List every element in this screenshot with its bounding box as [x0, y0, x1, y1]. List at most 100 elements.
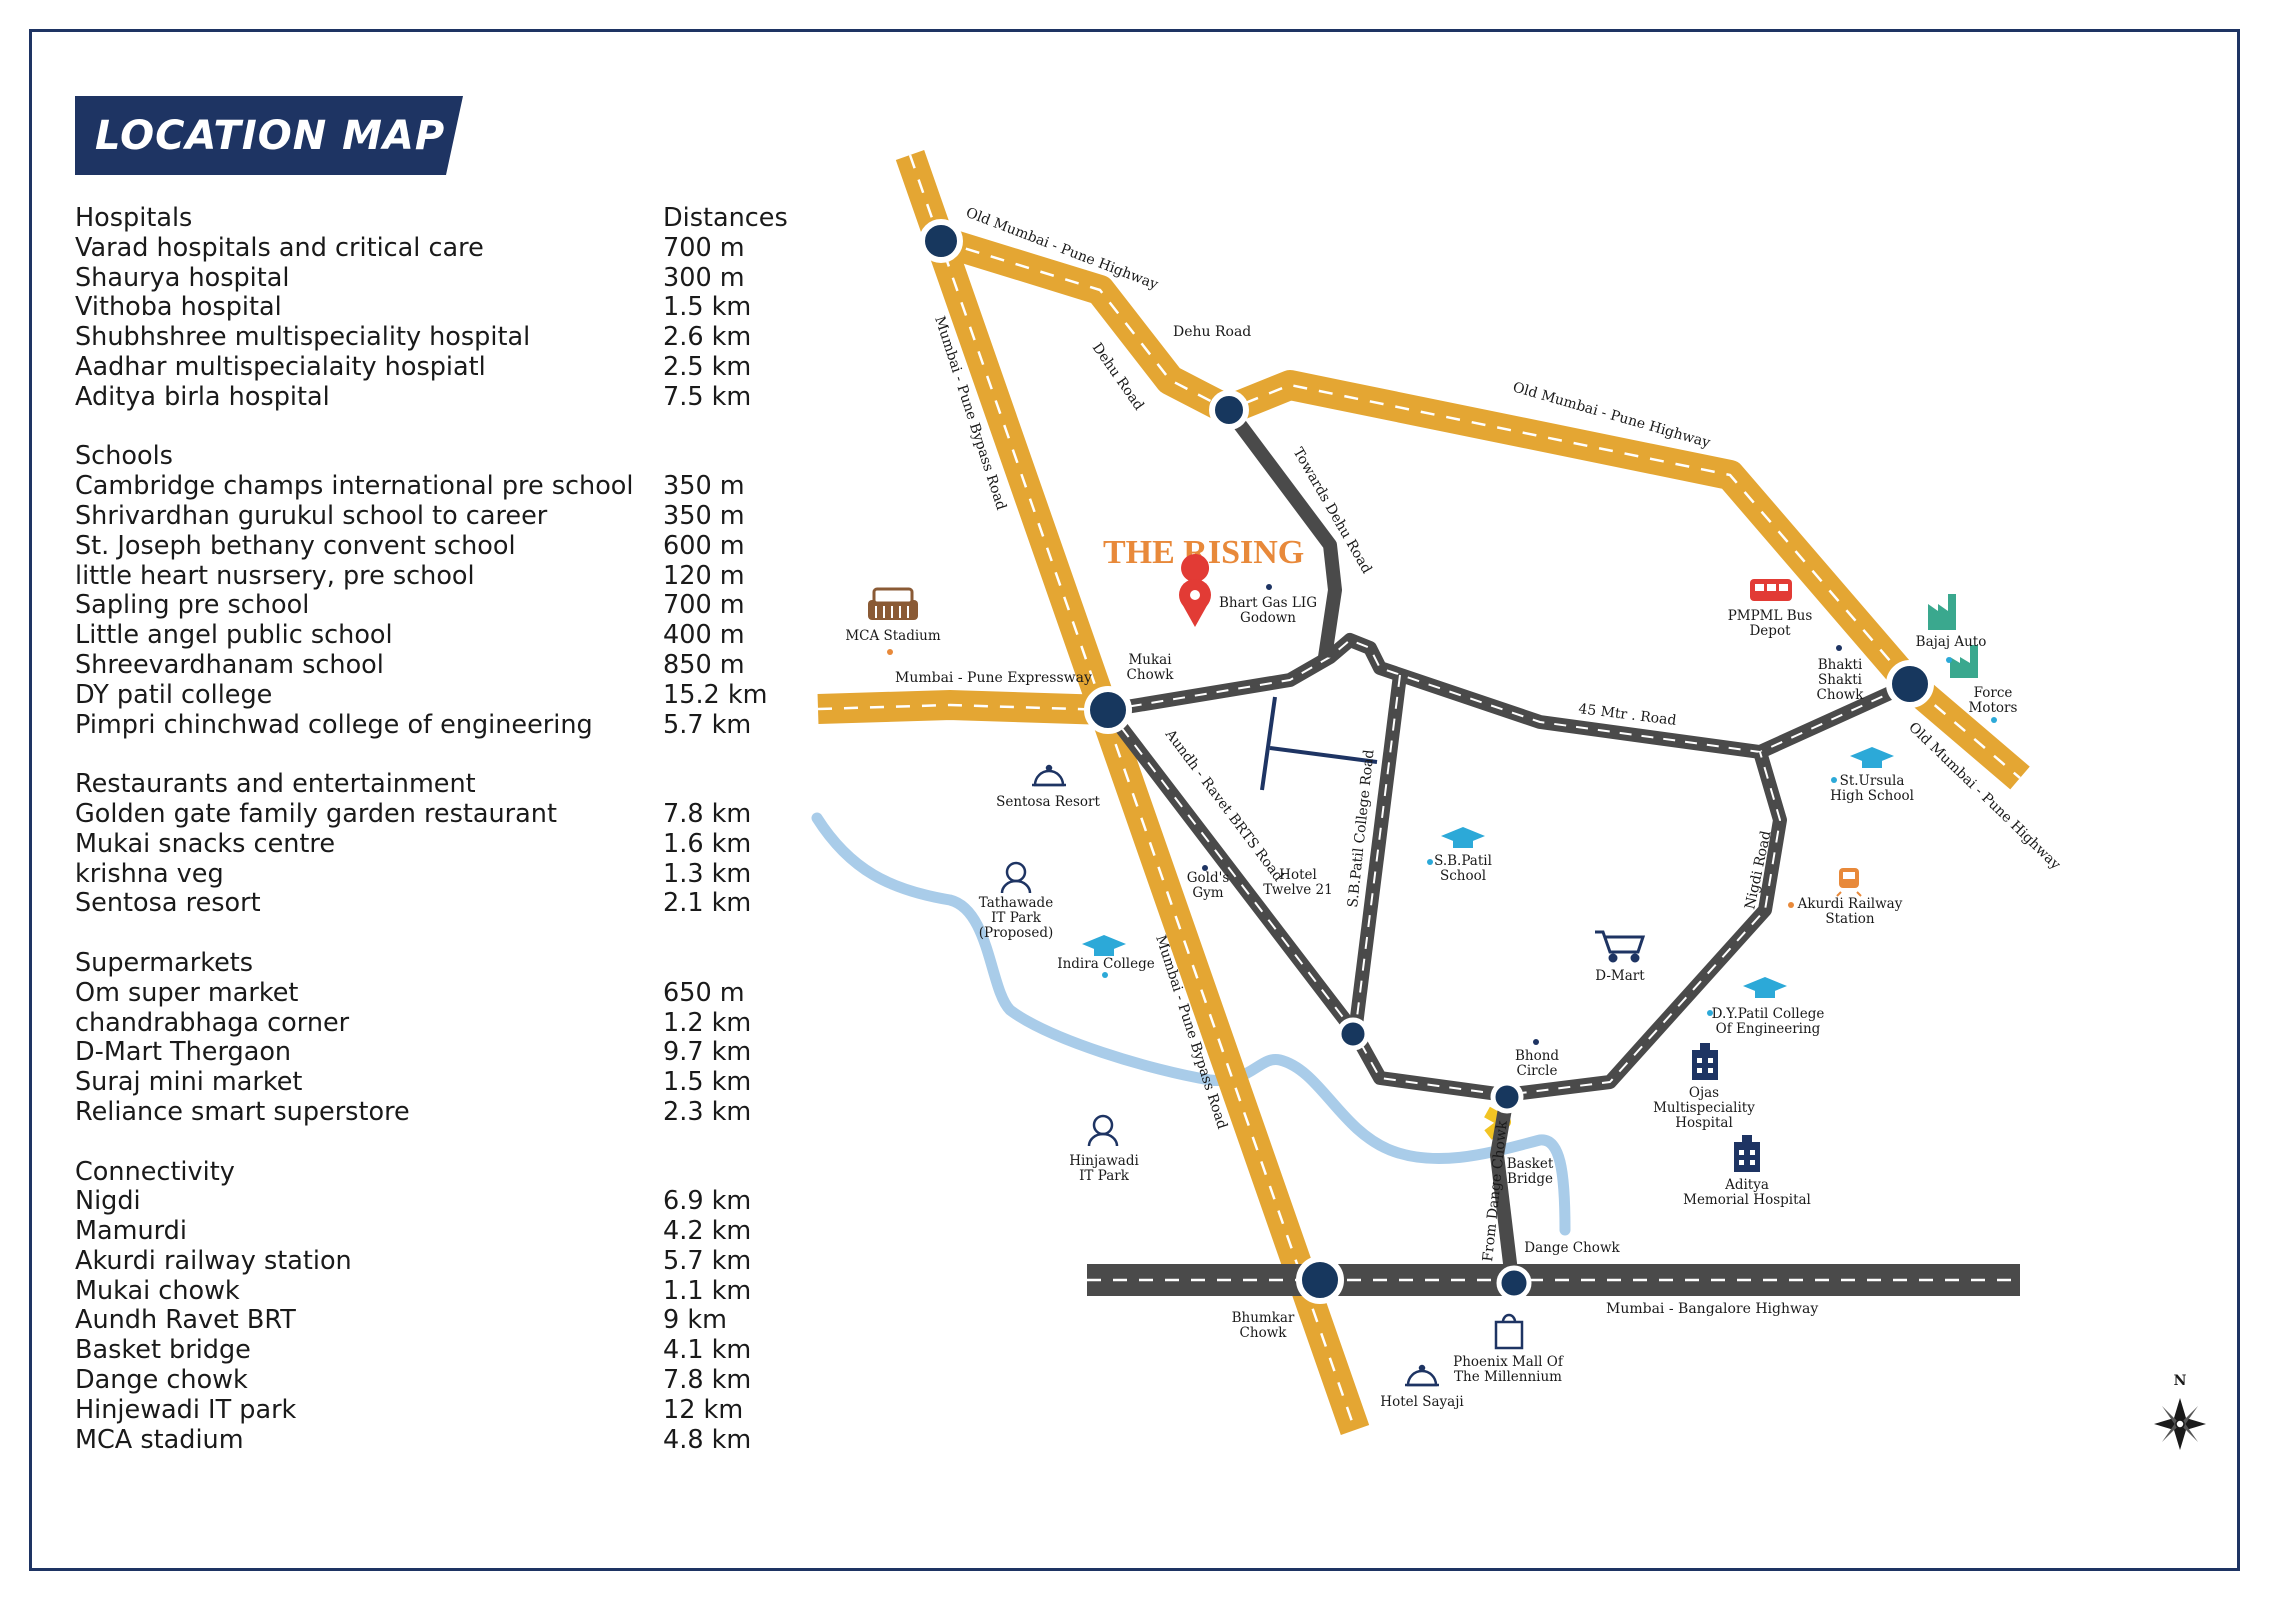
place-distance: 400 m [663, 620, 745, 651]
place-distance: 5.7 km [663, 709, 752, 740]
list-item: D-Mart Thergaon 9.7 km [75, 1038, 815, 1068]
list-item: Suraj mini market 1.5 km [75, 1067, 815, 1098]
place-distance: 350 m [663, 500, 745, 531]
factory-icon [1928, 594, 1956, 630]
place-name: Shreevardhanam school [75, 649, 384, 680]
junction-nodes [919, 219, 1934, 1304]
place-name: Hinjewadi IT park [75, 1394, 297, 1425]
place-name: Akurdi railway station [75, 1245, 352, 1276]
place-distance: 2.1 km [663, 888, 752, 919]
junction-node [1886, 660, 1934, 708]
place-distance: 1.2 km [663, 1007, 752, 1038]
section-heading: Connectivity [75, 1157, 815, 1188]
place-name: little heart nusrsery, pre school [75, 560, 475, 591]
junction-node [919, 219, 963, 263]
place-name: Aundh Ravet BRT [75, 1305, 296, 1336]
place-name: DY patil college [75, 679, 273, 710]
compass-icon [2154, 1398, 2206, 1450]
place-label: MCA Stadium [845, 628, 941, 644]
place-name: Reliance smart superstore [75, 1096, 410, 1127]
place-name: krishna veg [75, 858, 224, 889]
place-name: St. Joseph bethany convent school [75, 530, 516, 561]
junction-node [1336, 1017, 1370, 1051]
place-name: Golden gate family garden restaurant [75, 798, 557, 829]
page-title: LOCATION MAP [95, 113, 446, 159]
graduation-cap-icon [1082, 935, 1126, 956]
place-distance: 9 km [663, 1305, 727, 1336]
place-name: chandrabhaga corner [75, 1007, 350, 1038]
list-item: St. Joseph bethany convent school 600 m [75, 530, 815, 562]
place-distance: 2.6 km [663, 322, 752, 353]
place-name: Cambridge champs international pre schoo… [75, 471, 634, 502]
place-distance: 120 m [663, 560, 745, 591]
stadium-icon [868, 587, 918, 620]
place-name: Mukai snacks centre [75, 828, 336, 859]
junction-node [1490, 1080, 1524, 1114]
road-label: Mumbai - Pune Expressway [895, 670, 1092, 686]
place-distance: 700 m [663, 590, 745, 621]
place-distance: 600 m [663, 530, 745, 561]
graduation-cap-icon [1441, 827, 1485, 848]
place-name: Little angel public school [75, 620, 393, 651]
place-name: Sentosa resort [75, 888, 261, 919]
place-name: Varad hospitals and critical care [75, 232, 484, 263]
list-item: Sentosa resort 2.1 km [75, 889, 815, 919]
place-name: Shrivardhan gurukul school to career [75, 500, 548, 531]
place-distance: 7.8 km [663, 1365, 752, 1396]
person-icon [1087, 1114, 1119, 1147]
hospital-building-icon [1734, 1135, 1760, 1172]
place-distance: 1.5 km [663, 1067, 752, 1098]
list-item: Vithoba hospital 1.5 km [75, 293, 815, 323]
poi-dots [1202, 584, 1842, 1045]
road-label: Mumbai - Bangalore Highway [1606, 1301, 1818, 1317]
place-distance: 350 m [663, 471, 745, 502]
place-name: Suraj mini market [75, 1067, 303, 1098]
section-heading-label: Supermarkets [75, 947, 254, 978]
list-item: Varad hospitals and critical care 700 m [75, 232, 815, 264]
list-item: krishna veg 1.3 km [75, 858, 815, 890]
place-name: D-Mart Thergaon [75, 1037, 292, 1068]
place-distance: 1.5 km [663, 292, 752, 323]
place-distance: 2.5 km [663, 351, 752, 382]
place-distance: 2.3 km [663, 1096, 752, 1127]
place-name: Dange chowk [75, 1365, 248, 1396]
section-heading: Restaurants and entertainment [75, 769, 815, 800]
place-distance: 1.6 km [663, 828, 752, 859]
place-distance: 1.3 km [663, 858, 752, 889]
place-name: Mukai chowk [75, 1275, 240, 1306]
section-heading-label: Hospitals [75, 203, 193, 233]
place-label: Indira College [1057, 956, 1155, 972]
list-item: Hinjewadi IT park 12 km [75, 1394, 815, 1426]
place-distance: 850 m [663, 649, 745, 680]
shopping-cart-icon [1595, 930, 1646, 963]
place-name: Shaurya hospital [75, 262, 290, 293]
place-distance: 9.7 km [663, 1037, 752, 1068]
place-distance: 6.9 km [663, 1186, 752, 1217]
place-distance: 700 m [663, 232, 745, 263]
road-label: Dehu Road [1173, 324, 1251, 340]
place-name: Vithoba hospital [75, 292, 282, 323]
distance-column-header: Distances [663, 203, 788, 233]
place-distance: 4.2 km [663, 1216, 752, 1247]
junction-node [1296, 1256, 1344, 1304]
place-distance: 12 km [663, 1394, 744, 1425]
